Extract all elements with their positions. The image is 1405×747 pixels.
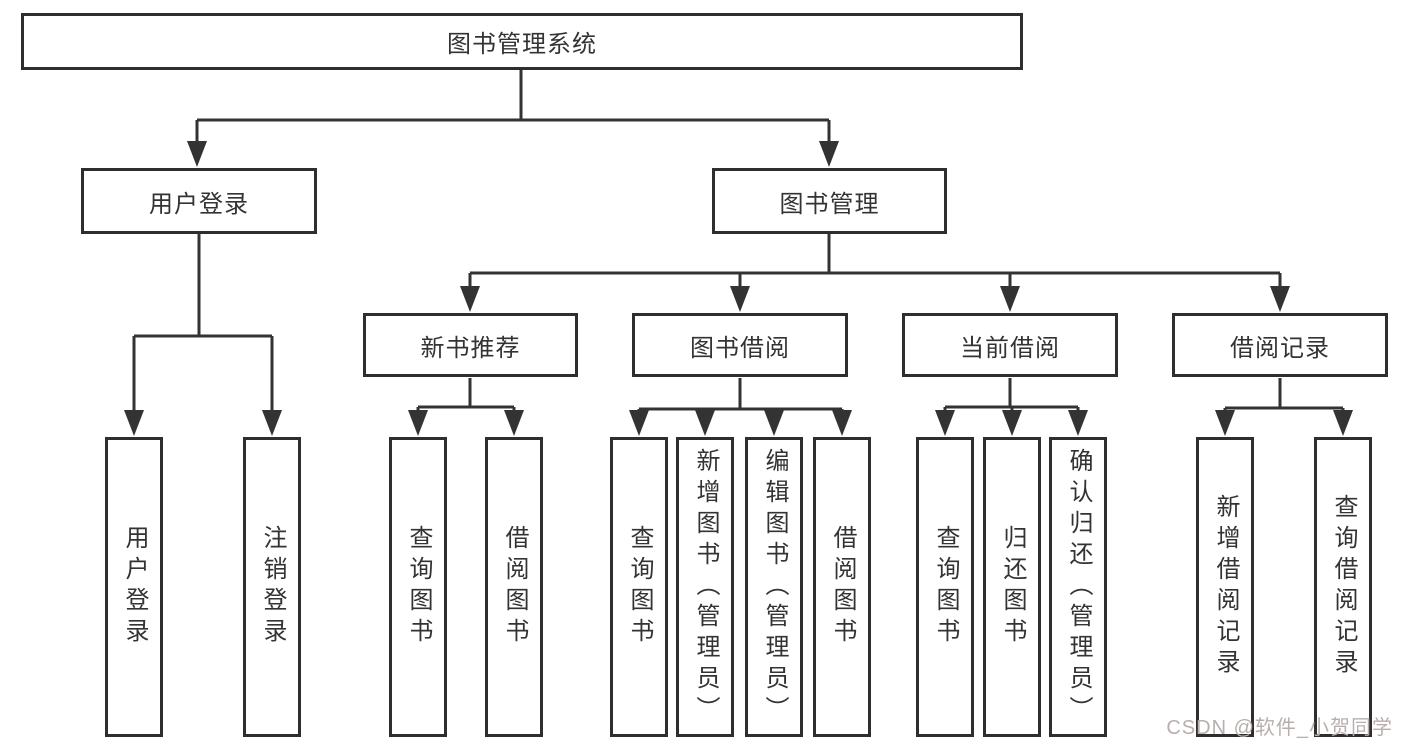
node-borrow-records: 借阅记录 [1172, 313, 1388, 377]
leaf-borrow-books-recommend: 借阅图书 [485, 437, 543, 737]
leaf-confirm-return-admin: 确认归还（管理员） [1049, 437, 1107, 737]
node-label: 借阅记录 [1230, 334, 1330, 362]
connector-book-borrow [629, 378, 852, 436]
connector-current-borrow [935, 378, 1088, 436]
node-label: 借阅图书 [829, 525, 856, 649]
leaf-logout: 注销登录 [243, 437, 301, 737]
node-label: 图书借阅 [690, 334, 790, 362]
csdn-watermark: CSDN @软件_小贺同学 [1166, 717, 1393, 739]
connector-new-book-recommend [408, 378, 524, 436]
node-label: 归还图书 [999, 525, 1026, 649]
node-label: 查询图书 [932, 525, 959, 649]
node-current-borrow: 当前借阅 [902, 313, 1118, 377]
node-label: 编辑图书（管理员） [761, 447, 788, 727]
node-label: 注销登录 [259, 525, 286, 649]
leaf-query-books-current: 查询图书 [916, 437, 974, 737]
connector-user-login [124, 234, 282, 436]
node-label: 借阅图书 [501, 525, 528, 649]
leaf-query-books-recommend: 查询图书 [389, 437, 447, 737]
node-label: 图书管理 [779, 190, 880, 218]
node-book-management: 图书管理 [712, 168, 947, 234]
node-label: 查询借阅记录 [1330, 494, 1357, 680]
node-label: 查询图书 [405, 525, 432, 649]
leaf-return-book: 归还图书 [983, 437, 1041, 737]
leaf-edit-book-admin: 编辑图书（管理员） [745, 437, 803, 737]
connector-book-management [460, 234, 1290, 312]
leaf-query-borrow-record: 查询借阅记录 [1314, 437, 1372, 737]
node-user-login: 用户登录 [81, 168, 317, 234]
leaf-add-borrow-record: 新增借阅记录 [1196, 437, 1254, 737]
node-label: 用户登录 [121, 525, 148, 649]
node-book-borrow: 图书借阅 [632, 313, 848, 377]
node-label: 新增图书（管理员） [692, 447, 719, 727]
leaf-borrow-books: 借阅图书 [813, 437, 871, 737]
leaf-query-books-borrow: 查询图书 [610, 437, 668, 737]
connector-borrow-records [1215, 378, 1353, 436]
node-book-management-system: 图书管理系统 [21, 13, 1023, 70]
node-label: 当前借阅 [960, 334, 1060, 362]
node-label: 确认归还（管理员） [1065, 447, 1092, 727]
connector-root [187, 70, 839, 167]
node-label: 新增借阅记录 [1212, 494, 1239, 680]
node-label: 图书管理系统 [447, 31, 597, 58]
node-new-book-recommend: 新书推荐 [363, 313, 578, 377]
leaf-user-login: 用户登录 [105, 437, 163, 737]
leaf-add-book-admin: 新增图书（管理员） [676, 437, 734, 737]
node-label: 用户登录 [149, 190, 249, 218]
node-label: 新书推荐 [420, 334, 521, 362]
node-label: 查询图书 [626, 525, 653, 649]
